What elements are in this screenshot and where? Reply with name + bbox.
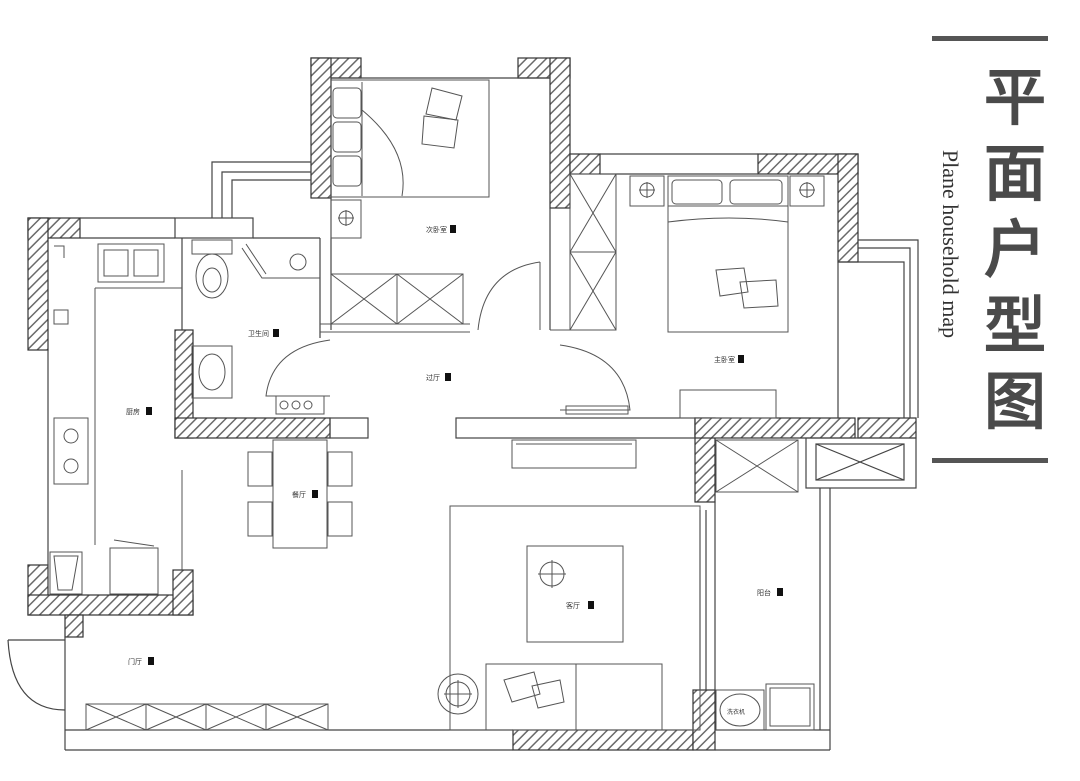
entrance-cabinet — [85, 703, 329, 731]
label-washer: 洗衣机 — [727, 708, 745, 716]
toilet-tank — [191, 239, 233, 255]
thin-walls — [7, 77, 919, 751]
title-bar-bottom — [932, 458, 1048, 463]
label-kitchen: 厨房 — [126, 407, 140, 416]
kitchen-stove — [53, 417, 89, 485]
title-bar-top — [932, 36, 1048, 41]
room-labels: 次卧室 主卧室 卫生间 过厅 厨房 餐厅 客厅 阳台 门厅 洗衣机 — [126, 225, 783, 716]
structural-walls — [27, 57, 917, 751]
label-corridor: 过厅 — [426, 373, 440, 382]
label-master-bedroom: 主卧室 — [714, 355, 735, 364]
bathroom-door — [265, 339, 331, 397]
title-english: Plane household map — [938, 149, 963, 339]
label-balcony: 阳台 — [757, 588, 771, 597]
title-chinese: 平面户型图 — [983, 61, 1046, 438]
label-living: 客厅 — [566, 601, 580, 610]
second-bedroom-bed — [330, 79, 490, 198]
label-second-bedroom: 次卧室 — [426, 225, 447, 234]
kitchen-sink — [97, 243, 165, 283]
master-bedroom-door — [559, 344, 631, 411]
label-dining: 餐厅 — [292, 490, 306, 499]
balcony-cabinet — [715, 439, 799, 493]
bathroom-sink — [191, 345, 233, 399]
coffee-table — [526, 545, 624, 643]
second-bedroom-door — [477, 261, 541, 331]
title-block: Plane household map 平面户型图 — [932, 36, 1062, 466]
sofa — [485, 663, 663, 731]
tv-cabinet — [511, 439, 637, 469]
washing-machine — [715, 689, 765, 731]
label-bathroom: 卫生间 — [248, 329, 269, 338]
fridge — [49, 551, 83, 595]
label-foyer: 门厅 — [128, 657, 142, 666]
toilet — [195, 253, 229, 299]
dining-table — [272, 439, 328, 549]
master-bed — [667, 175, 789, 333]
furniture — [49, 79, 825, 731]
